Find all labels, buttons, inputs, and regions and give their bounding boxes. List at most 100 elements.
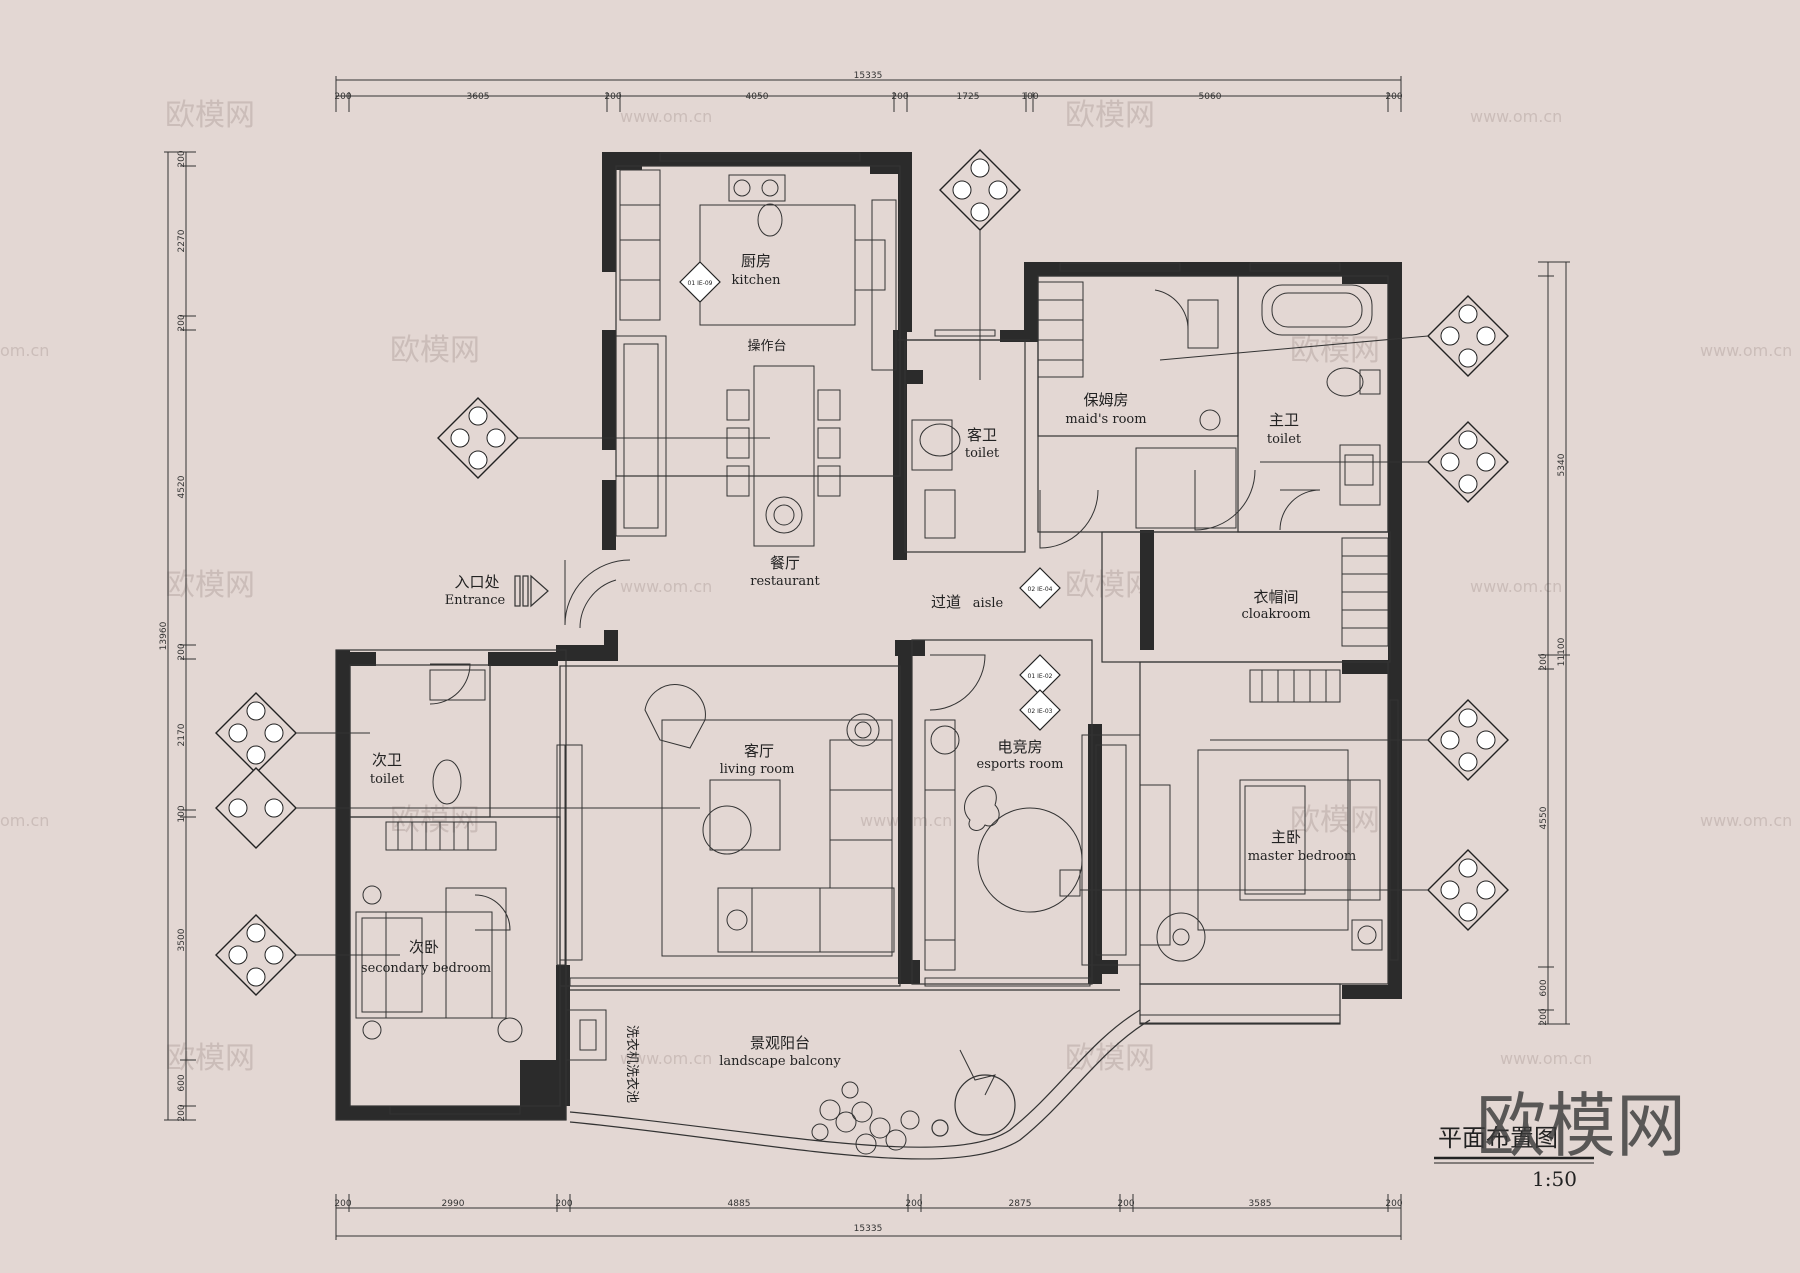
watermark-brand-logo: 欧模网 bbox=[1476, 1085, 1686, 1167]
section-marker-labels: 01 IE-09 02 IE-04 01 IE-02 02 IE-03 bbox=[688, 280, 1053, 715]
index-leaders bbox=[296, 230, 1429, 956]
second-toilet-label-en: toilet bbox=[370, 772, 405, 787]
drawing-scale: 1:50 bbox=[1532, 1167, 1577, 1191]
index-diamond-icon bbox=[1427, 421, 1509, 503]
dim-label: 200 bbox=[177, 643, 187, 660]
watermark-logo: 欧模网 bbox=[1065, 1041, 1155, 1076]
index-diamond-inner bbox=[228, 158, 1496, 987]
laundry-label: 洗衣机洗衣池 bbox=[624, 1025, 640, 1103]
section-tag: 01 IE-02 bbox=[1028, 673, 1053, 680]
dimension-left bbox=[164, 151, 196, 1121]
watermark-logo: 欧模网 bbox=[390, 333, 480, 368]
dim-label: 200 bbox=[1539, 1008, 1549, 1025]
watermark-logo: 欧模网 bbox=[165, 568, 255, 603]
master-bedroom-label-en: master bedroom bbox=[1248, 849, 1357, 864]
esports-room-label-en: esports room bbox=[977, 757, 1064, 772]
dim-label: 200 bbox=[1117, 1199, 1134, 1209]
watermark-url: www.om.cn bbox=[620, 1049, 712, 1068]
doors bbox=[429, 289, 1321, 931]
plant-icon bbox=[811, 1049, 996, 1155]
index-diamond-icon bbox=[1427, 295, 1509, 377]
room-labels: 厨房 kitchen 操作台 餐厅 restaurant 客卫 toilet 保… bbox=[361, 252, 1356, 1103]
counter-label: 操作台 bbox=[747, 338, 786, 354]
entrance-label-en: Entrance bbox=[445, 593, 506, 608]
dim-label: 13960 bbox=[159, 621, 169, 650]
watermark-url: www.om.cn bbox=[620, 107, 712, 126]
watermark-url: www.om.cn bbox=[1470, 107, 1562, 126]
maids-room-label: 保姆房 bbox=[1083, 391, 1128, 409]
dimension-bottom-labels: 200 2990 200 4885 200 2875 200 3585 200 … bbox=[334, 1199, 1402, 1234]
section-markers bbox=[679, 261, 1061, 731]
dim-label: 200 bbox=[891, 92, 908, 102]
balcony-outline bbox=[569, 1009, 1151, 1160]
dim-label: 4550 bbox=[1539, 806, 1549, 829]
dim-label: 200 bbox=[1385, 1199, 1402, 1209]
restaurant-label-en: restaurant bbox=[750, 574, 820, 589]
dim-label: 200 bbox=[334, 92, 351, 102]
drawing-title: 平面布置图 1:50 bbox=[1434, 1124, 1594, 1191]
cloakroom-label: 衣帽间 bbox=[1253, 588, 1298, 606]
second-toilet-label: 次卫 bbox=[372, 751, 402, 769]
esports-room-label: 电竞房 bbox=[997, 738, 1042, 756]
watermark-url: www.om.cn bbox=[1500, 1049, 1592, 1068]
index-diamond-icon bbox=[215, 914, 297, 996]
cloakroom-label-en: cloakroom bbox=[1241, 607, 1310, 622]
dim-label: 200 bbox=[1385, 92, 1402, 102]
maids-room-label-en: maid's room bbox=[1065, 412, 1146, 427]
watermark-url: www.om.cn bbox=[1700, 341, 1792, 360]
secondary-bedroom-label-en: secondary bedroom bbox=[361, 961, 491, 976]
walls bbox=[336, 152, 1402, 1120]
dim-label: 1725 bbox=[957, 92, 980, 102]
dim-label: 200 bbox=[905, 1199, 922, 1209]
dim-label: 200 bbox=[555, 1199, 572, 1209]
dim-label: 600 bbox=[1539, 979, 1549, 996]
dim-label: 200 bbox=[334, 1199, 351, 1209]
dimension-top bbox=[335, 76, 1402, 112]
dim-label: 100 bbox=[1021, 92, 1038, 102]
section-tag: 01 IE-09 bbox=[688, 280, 713, 287]
living-room-label-en: living room bbox=[720, 762, 795, 777]
dim-label: 3500 bbox=[177, 928, 187, 951]
dim-label: 5060 bbox=[1199, 92, 1222, 102]
dim-label: 200 bbox=[177, 150, 187, 167]
master-toilet-label-en: toilet bbox=[1267, 432, 1302, 447]
esports-furniture bbox=[924, 719, 1141, 971]
index-diamond-icon bbox=[215, 767, 297, 849]
watermark-logo: 欧模网 bbox=[165, 1041, 255, 1076]
master-bedroom-label: 主卧 bbox=[1271, 828, 1301, 846]
index-diamond-icon bbox=[437, 397, 519, 479]
bathroom-fixtures bbox=[385, 281, 1389, 851]
elevation-index-symbols bbox=[215, 149, 1509, 996]
watermark-logo: 欧模网 bbox=[165, 98, 255, 133]
dim-label: 15335 bbox=[854, 71, 883, 81]
master-toilet-label: 主卫 bbox=[1269, 411, 1299, 429]
watermark-url: www.om.cn bbox=[1470, 577, 1562, 596]
secondary-bedroom-label: 次卧 bbox=[409, 938, 439, 956]
living-room-label: 客厅 bbox=[744, 742, 774, 760]
guest-toilet-label: 客卫 bbox=[967, 426, 997, 444]
dim-label: 200 bbox=[177, 1104, 187, 1121]
dim-label: 200 bbox=[1539, 653, 1549, 670]
dim-label: 2170 bbox=[177, 723, 187, 746]
kitchen-label-en: kitchen bbox=[732, 273, 782, 288]
dim-label: 200 bbox=[177, 314, 187, 331]
dim-label: 11100 bbox=[1557, 637, 1567, 666]
balcony-label: 景观阳台 bbox=[750, 1034, 810, 1052]
watermark-url: www.om.cn bbox=[1700, 811, 1792, 830]
dimension-right bbox=[1538, 261, 1570, 1025]
dim-label: 2990 bbox=[442, 1199, 465, 1209]
entrance-label: 入口处 bbox=[454, 573, 499, 591]
dim-label: 4520 bbox=[177, 475, 187, 498]
kitchen-furniture bbox=[615, 169, 897, 547]
index-diamond-icon bbox=[1427, 849, 1509, 931]
aisle-label-en: aisle bbox=[973, 596, 1004, 611]
dimension-right-labels: 5340 11100 200 4550 600 200 bbox=[1539, 453, 1567, 1025]
watermark-url: om.cn bbox=[0, 341, 49, 360]
section-tag: 02 IE-03 bbox=[1028, 708, 1053, 715]
aisle-label: 过道 bbox=[931, 593, 961, 611]
watermark-logo: 欧模网 bbox=[1290, 333, 1380, 368]
index-diamond-icon bbox=[1427, 699, 1509, 781]
dim-label: 600 bbox=[177, 1074, 187, 1091]
dim-label: 3605 bbox=[467, 92, 490, 102]
